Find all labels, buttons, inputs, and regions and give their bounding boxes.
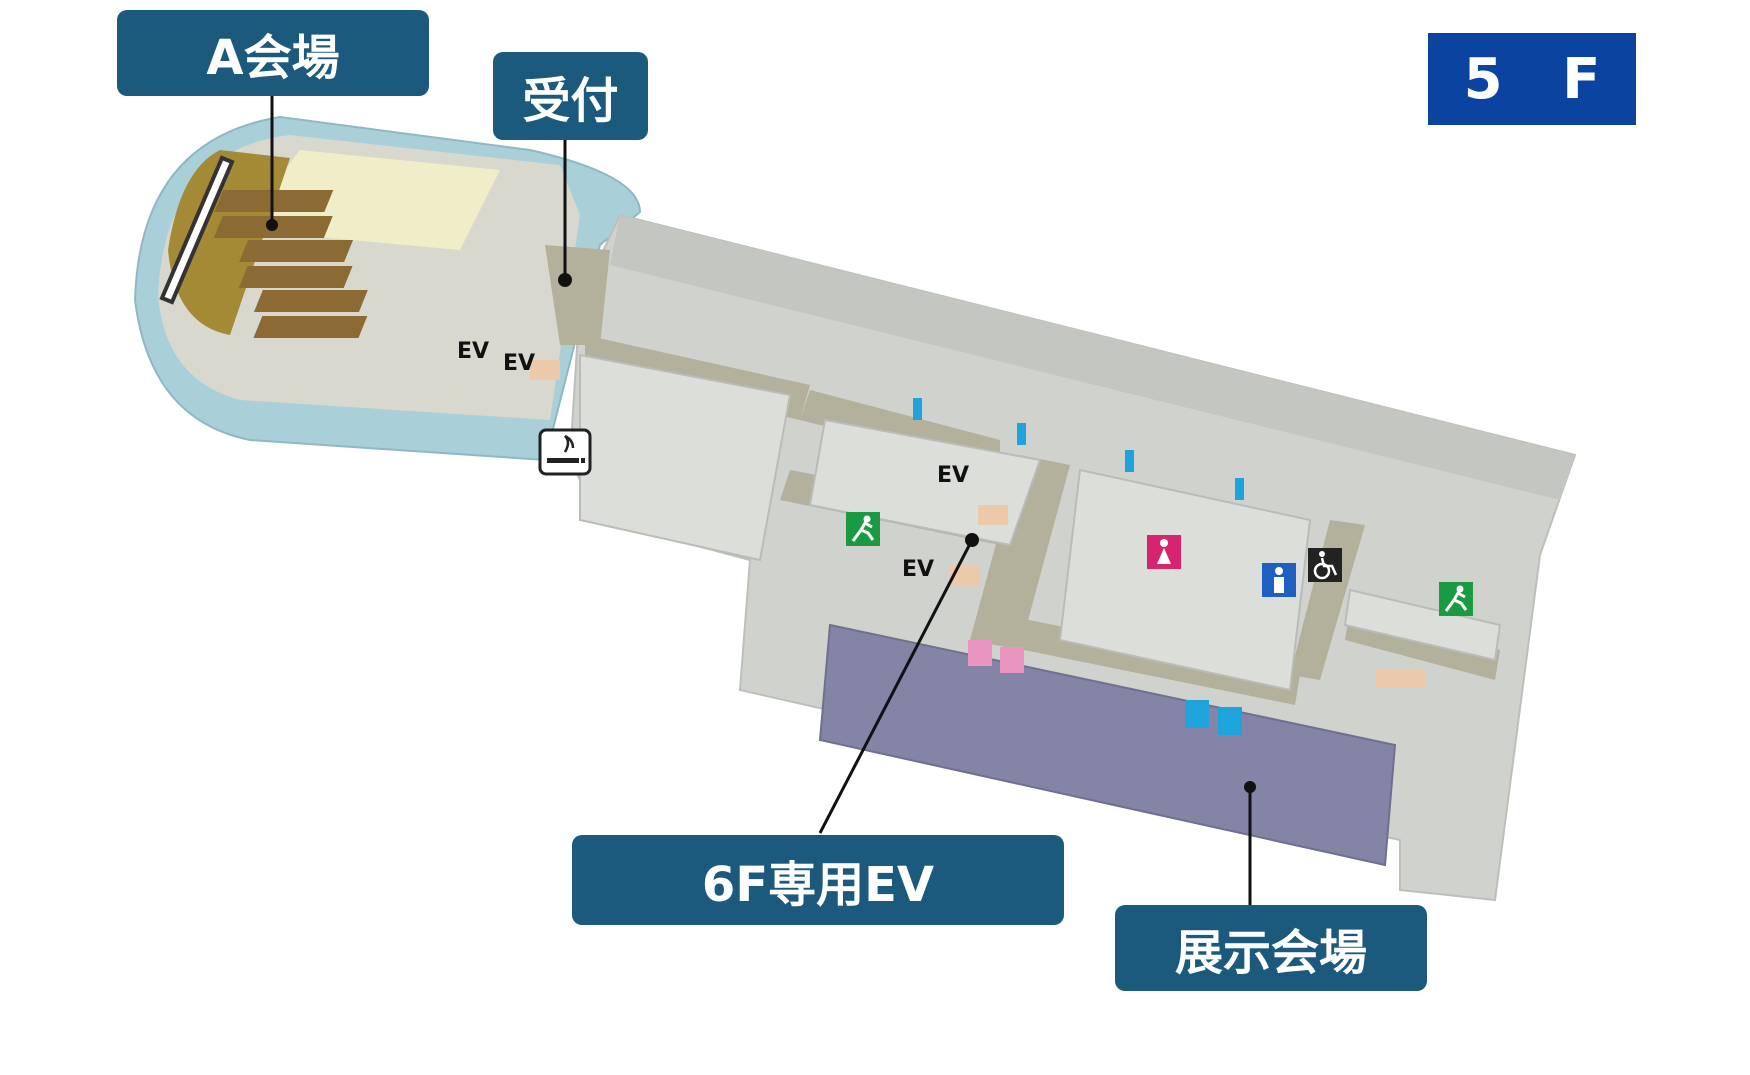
floor-label: 5 F xyxy=(1463,46,1621,112)
ev-label: EV xyxy=(457,339,489,364)
stage-screen xyxy=(159,155,235,305)
male-restroom-icon xyxy=(1262,563,1296,597)
exhibition-callout: 展示会場 xyxy=(1115,905,1427,991)
north-wall xyxy=(610,215,1575,500)
reception-label: 受付 xyxy=(522,73,619,129)
reception-callout: 受付 xyxy=(493,52,648,140)
ev-label: EV xyxy=(503,351,535,376)
restroom-doors xyxy=(913,398,1244,735)
hall-a-callout: A会場 xyxy=(117,10,429,96)
exhibition-label: 展示会場 xyxy=(1174,925,1367,981)
emergency-exit-icon xyxy=(846,512,880,546)
ev-6f-callout: 6F専用EV xyxy=(572,835,1064,925)
ev-label: EV xyxy=(902,557,934,582)
wheelchair-icon xyxy=(1308,548,1342,582)
female-restroom-icon xyxy=(1147,535,1181,569)
ev-label: EV xyxy=(937,463,969,488)
smoking-area-icon xyxy=(538,428,592,476)
ev-6f-label: 6F専用EV xyxy=(701,857,935,913)
callout-dots xyxy=(266,219,1256,793)
callout-leaders xyxy=(270,95,1252,905)
emergency-exit-icon xyxy=(1439,582,1473,616)
floor-badge: 5 F xyxy=(1428,33,1636,125)
hall-a-label: A会場 xyxy=(206,30,340,86)
